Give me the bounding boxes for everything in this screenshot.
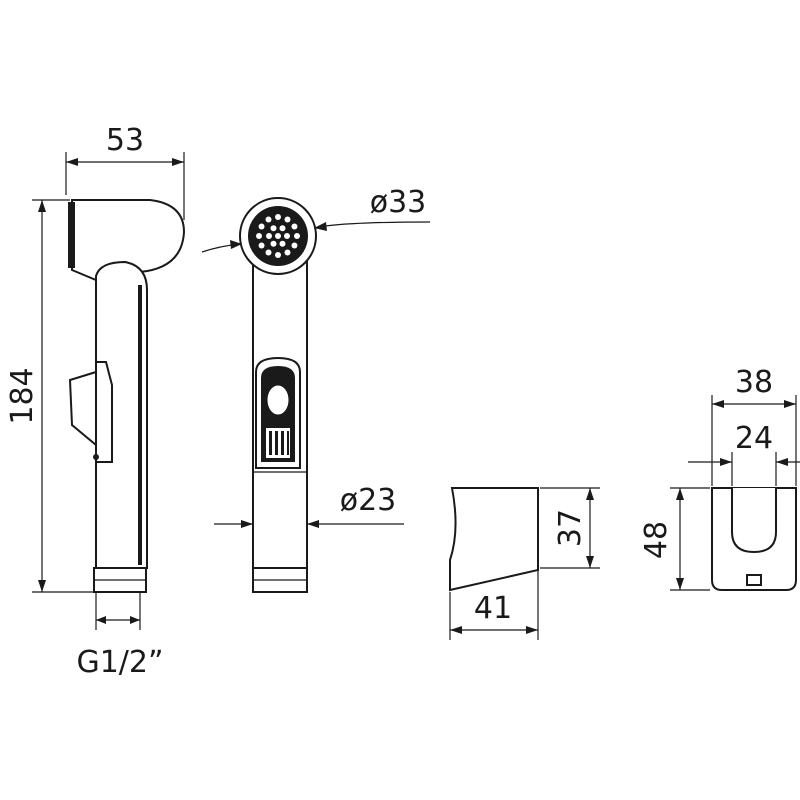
nozzle-hole <box>294 233 300 239</box>
nozzle-hole <box>270 225 277 232</box>
dim-label-head-diameter: ø33 <box>370 185 427 220</box>
dim-label-184: 184 <box>5 367 40 424</box>
dim-label-holder-width: 41 <box>474 591 512 626</box>
nozzle-hole <box>265 216 272 223</box>
handle-side <box>95 260 148 569</box>
nozzle-holes <box>256 214 300 258</box>
nozzle-hole <box>266 233 272 239</box>
nozzle-hole <box>275 233 281 239</box>
nozzle-hole <box>256 233 262 239</box>
nozzle-hole <box>291 242 298 249</box>
holder-front-view: 38 24 48 <box>639 365 800 591</box>
nozzle-face <box>68 202 75 268</box>
dim-label-holder-width-inner: 24 <box>735 421 773 456</box>
dim-label-holder-height-front: 48 <box>639 521 674 559</box>
dim-label-53: 53 <box>106 123 144 158</box>
nozzle-hole <box>275 252 281 258</box>
holder-side <box>449 487 539 592</box>
holder-side-view: 37 41 <box>449 487 600 640</box>
trigger-grip-lines <box>269 431 289 455</box>
dim-label-holder-height-side: 37 <box>553 509 588 547</box>
nozzle-hole <box>258 223 265 230</box>
nozzle-hole <box>284 249 291 256</box>
spray-side-view: 53 184 G1/2” <box>5 123 186 680</box>
trigger-side <box>95 361 113 463</box>
nozzle-hole <box>284 216 291 223</box>
nozzle-hole <box>284 233 290 239</box>
nozzle-hole <box>270 240 277 247</box>
nozzle-hole <box>275 214 281 220</box>
nozzle-hole <box>265 249 272 256</box>
nozzle-hole <box>279 225 286 232</box>
trigger-pin <box>93 454 99 460</box>
nozzle-hole <box>291 223 298 230</box>
trigger-hole <box>267 385 289 415</box>
nozzle-hole <box>258 242 265 249</box>
dim-label-handle-diameter: ø23 <box>340 483 397 518</box>
spray-front-view: ø33 ø23 <box>201 185 431 593</box>
trigger-lever <box>68 370 97 448</box>
nozzle-hole <box>279 240 286 247</box>
holder-slot <box>731 488 777 554</box>
dim-label-holder-width-outer: 38 <box>735 365 773 400</box>
dim-label-thread: G1/2” <box>76 645 163 680</box>
